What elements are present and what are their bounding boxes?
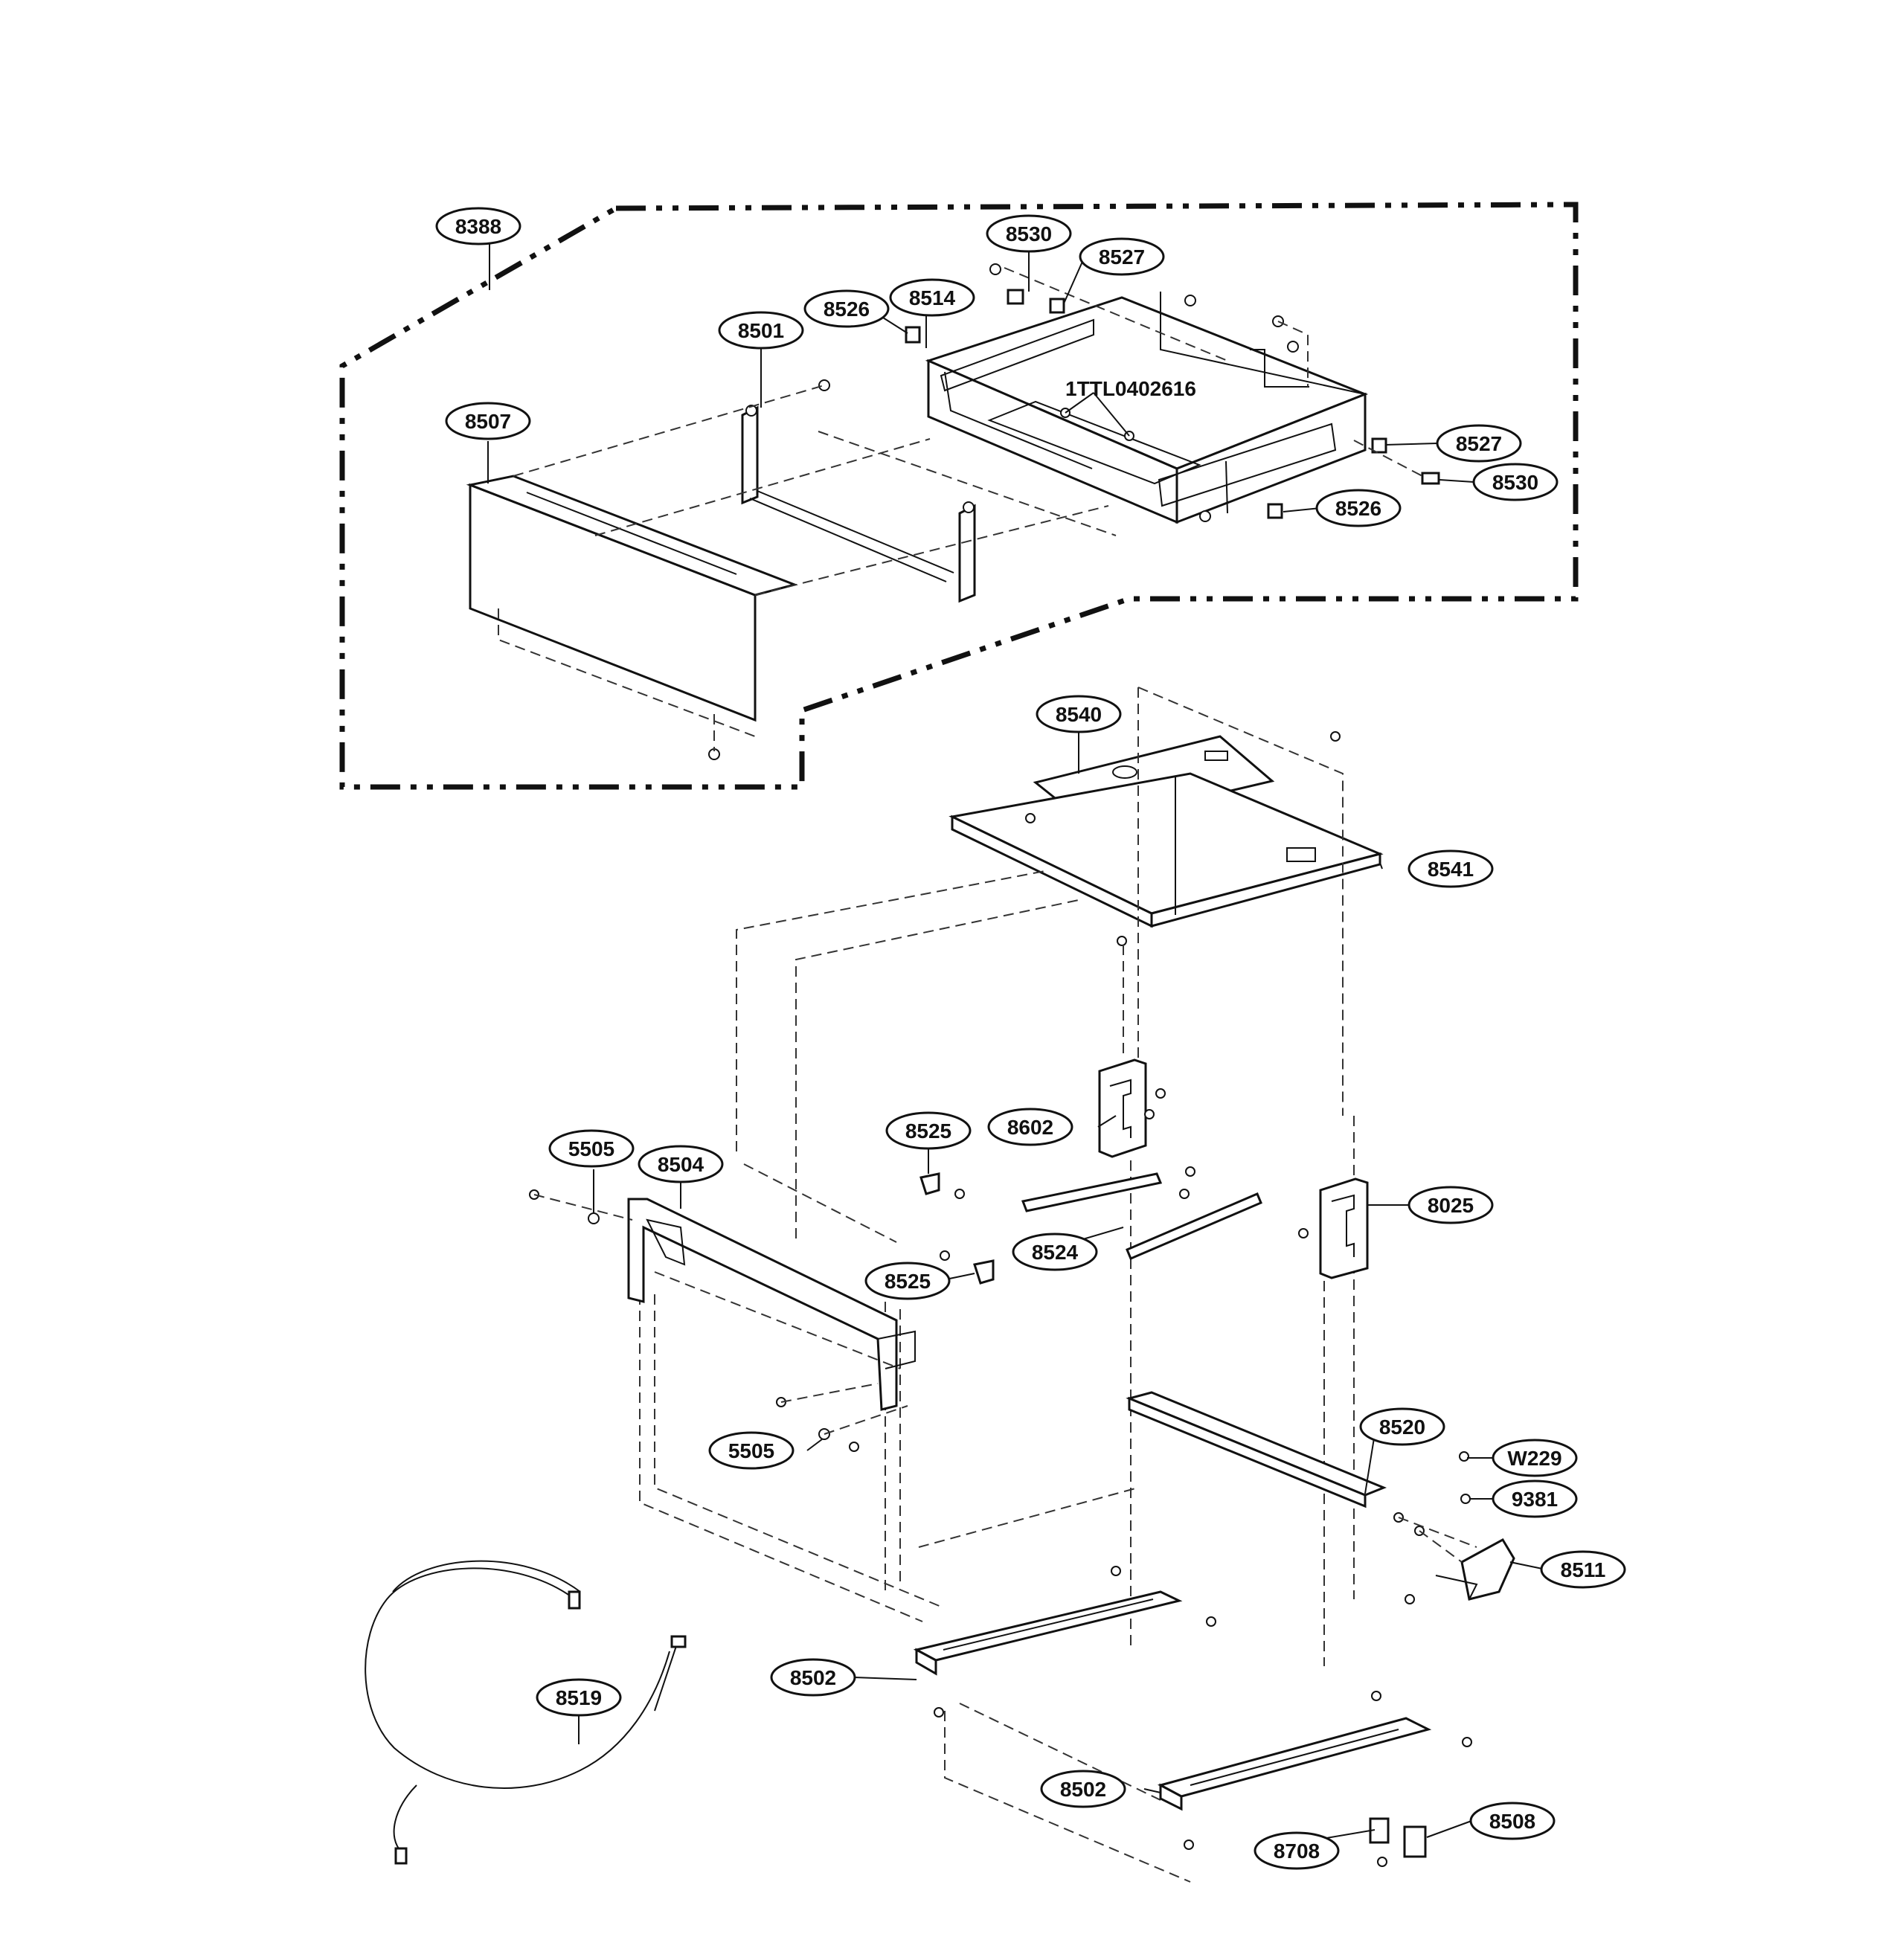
callout-8525-bottom: 8525 xyxy=(864,1262,951,1300)
svg-text:8025: 8025 xyxy=(1428,1194,1474,1217)
wire-harness xyxy=(365,1560,687,1865)
rails-8524 xyxy=(1021,1166,1262,1260)
drawer-tub xyxy=(925,292,1369,524)
lower-rail-front xyxy=(913,1566,1216,1718)
callout-8527-right: 8527 xyxy=(1436,424,1522,463)
callout-8708: 8708 xyxy=(1254,1831,1340,1870)
svg-text:8519: 8519 xyxy=(556,1686,602,1709)
callout-8541: 8541 xyxy=(1407,849,1494,888)
callout-8524: 8524 xyxy=(1012,1233,1098,1271)
svg-text:5505: 5505 xyxy=(728,1439,774,1462)
front-frame xyxy=(529,1189,916,1452)
svg-text:8527: 8527 xyxy=(1099,245,1145,269)
assembly-lines-middle xyxy=(639,687,1355,1883)
clip-8525-top xyxy=(919,1172,965,1199)
svg-text:8502: 8502 xyxy=(1060,1778,1106,1801)
screw-kit-label: 1TTL0402616 xyxy=(1065,377,1196,400)
svg-text:9381: 9381 xyxy=(1512,1488,1558,1511)
svg-text:5505: 5505 xyxy=(568,1137,614,1160)
callout-leaders xyxy=(487,225,1547,1844)
callout-8508: 8508 xyxy=(1469,1802,1556,1840)
svg-text:8540: 8540 xyxy=(1056,703,1102,726)
callout-8602: 8602 xyxy=(987,1108,1073,1146)
callout-8502-top: 8502 xyxy=(770,1658,856,1697)
callout-8502-bottom: 8502 xyxy=(1040,1770,1126,1808)
callout-9381: 9381 xyxy=(1492,1479,1578,1518)
svg-text:8388: 8388 xyxy=(455,215,501,238)
callout-8514: 8514 xyxy=(889,278,975,317)
bracket-8602 xyxy=(1098,1058,1166,1158)
base-tray xyxy=(948,731,1384,946)
svg-text:8530: 8530 xyxy=(1492,471,1538,494)
svg-text:8527: 8527 xyxy=(1456,432,1502,455)
callout-8025: 8025 xyxy=(1407,1186,1494,1224)
svg-text:8526: 8526 xyxy=(1335,497,1381,520)
lower-rail-rear xyxy=(1157,1691,1472,1850)
svg-text:8530: 8530 xyxy=(1006,222,1052,245)
svg-text:8511: 8511 xyxy=(1561,1558,1606,1581)
callout-W229: W229 xyxy=(1492,1439,1578,1477)
svg-text:W229: W229 xyxy=(1507,1447,1561,1470)
svg-text:8708: 8708 xyxy=(1274,1839,1320,1863)
svg-text:8541: 8541 xyxy=(1428,858,1474,881)
svg-text:8525: 8525 xyxy=(885,1270,931,1293)
callout-8530-right: 8530 xyxy=(1472,463,1559,501)
callout-8540: 8540 xyxy=(1036,695,1122,733)
callout-8507: 8507 xyxy=(445,402,531,440)
cross-member xyxy=(1126,1391,1387,1508)
callout-8504: 8504 xyxy=(638,1145,724,1183)
callout-8526-right: 8526 xyxy=(1315,489,1402,527)
drawer-front-panel xyxy=(466,475,798,737)
drawer-small-parts xyxy=(708,263,1440,760)
svg-text:8602: 8602 xyxy=(1007,1116,1053,1139)
callout-8520: 8520 xyxy=(1359,1407,1445,1446)
svg-text:8501: 8501 xyxy=(738,319,784,342)
svg-text:8507: 8507 xyxy=(465,410,511,433)
svg-text:8514: 8514 xyxy=(909,286,956,309)
svg-text:8508: 8508 xyxy=(1489,1810,1535,1833)
drawer-frame xyxy=(741,405,976,603)
svg-text:8520: 8520 xyxy=(1379,1416,1425,1439)
callout-8527-top: 8527 xyxy=(1079,237,1165,276)
callout-8511: 8511 xyxy=(1540,1550,1626,1589)
frame-leader-lines xyxy=(533,1163,908,1435)
clip-8525-bottom xyxy=(940,1250,995,1285)
corner-bracket xyxy=(1393,1451,1515,1604)
svg-text:8502: 8502 xyxy=(790,1666,836,1689)
svg-text:8526: 8526 xyxy=(824,298,870,321)
callout-8525-top: 8525 xyxy=(885,1111,972,1150)
leveling-foot xyxy=(1369,1817,1427,1867)
callout-8388: 8388 xyxy=(435,207,521,245)
assembly-lines-top xyxy=(513,267,1423,751)
bracket-8025 xyxy=(1298,1177,1369,1279)
callout-5505-bottom: 5505 xyxy=(708,1431,795,1470)
callout-8501: 8501 xyxy=(718,311,804,350)
callout-8530-top: 8530 xyxy=(986,214,1072,253)
svg-text:8524: 8524 xyxy=(1032,1241,1079,1264)
svg-text:8525: 8525 xyxy=(905,1119,951,1143)
callout-8519: 8519 xyxy=(536,1678,622,1717)
svg-text:8504: 8504 xyxy=(658,1153,704,1176)
callout-5505-top: 5505 xyxy=(548,1129,635,1168)
callout-8526-top: 8526 xyxy=(803,289,890,328)
